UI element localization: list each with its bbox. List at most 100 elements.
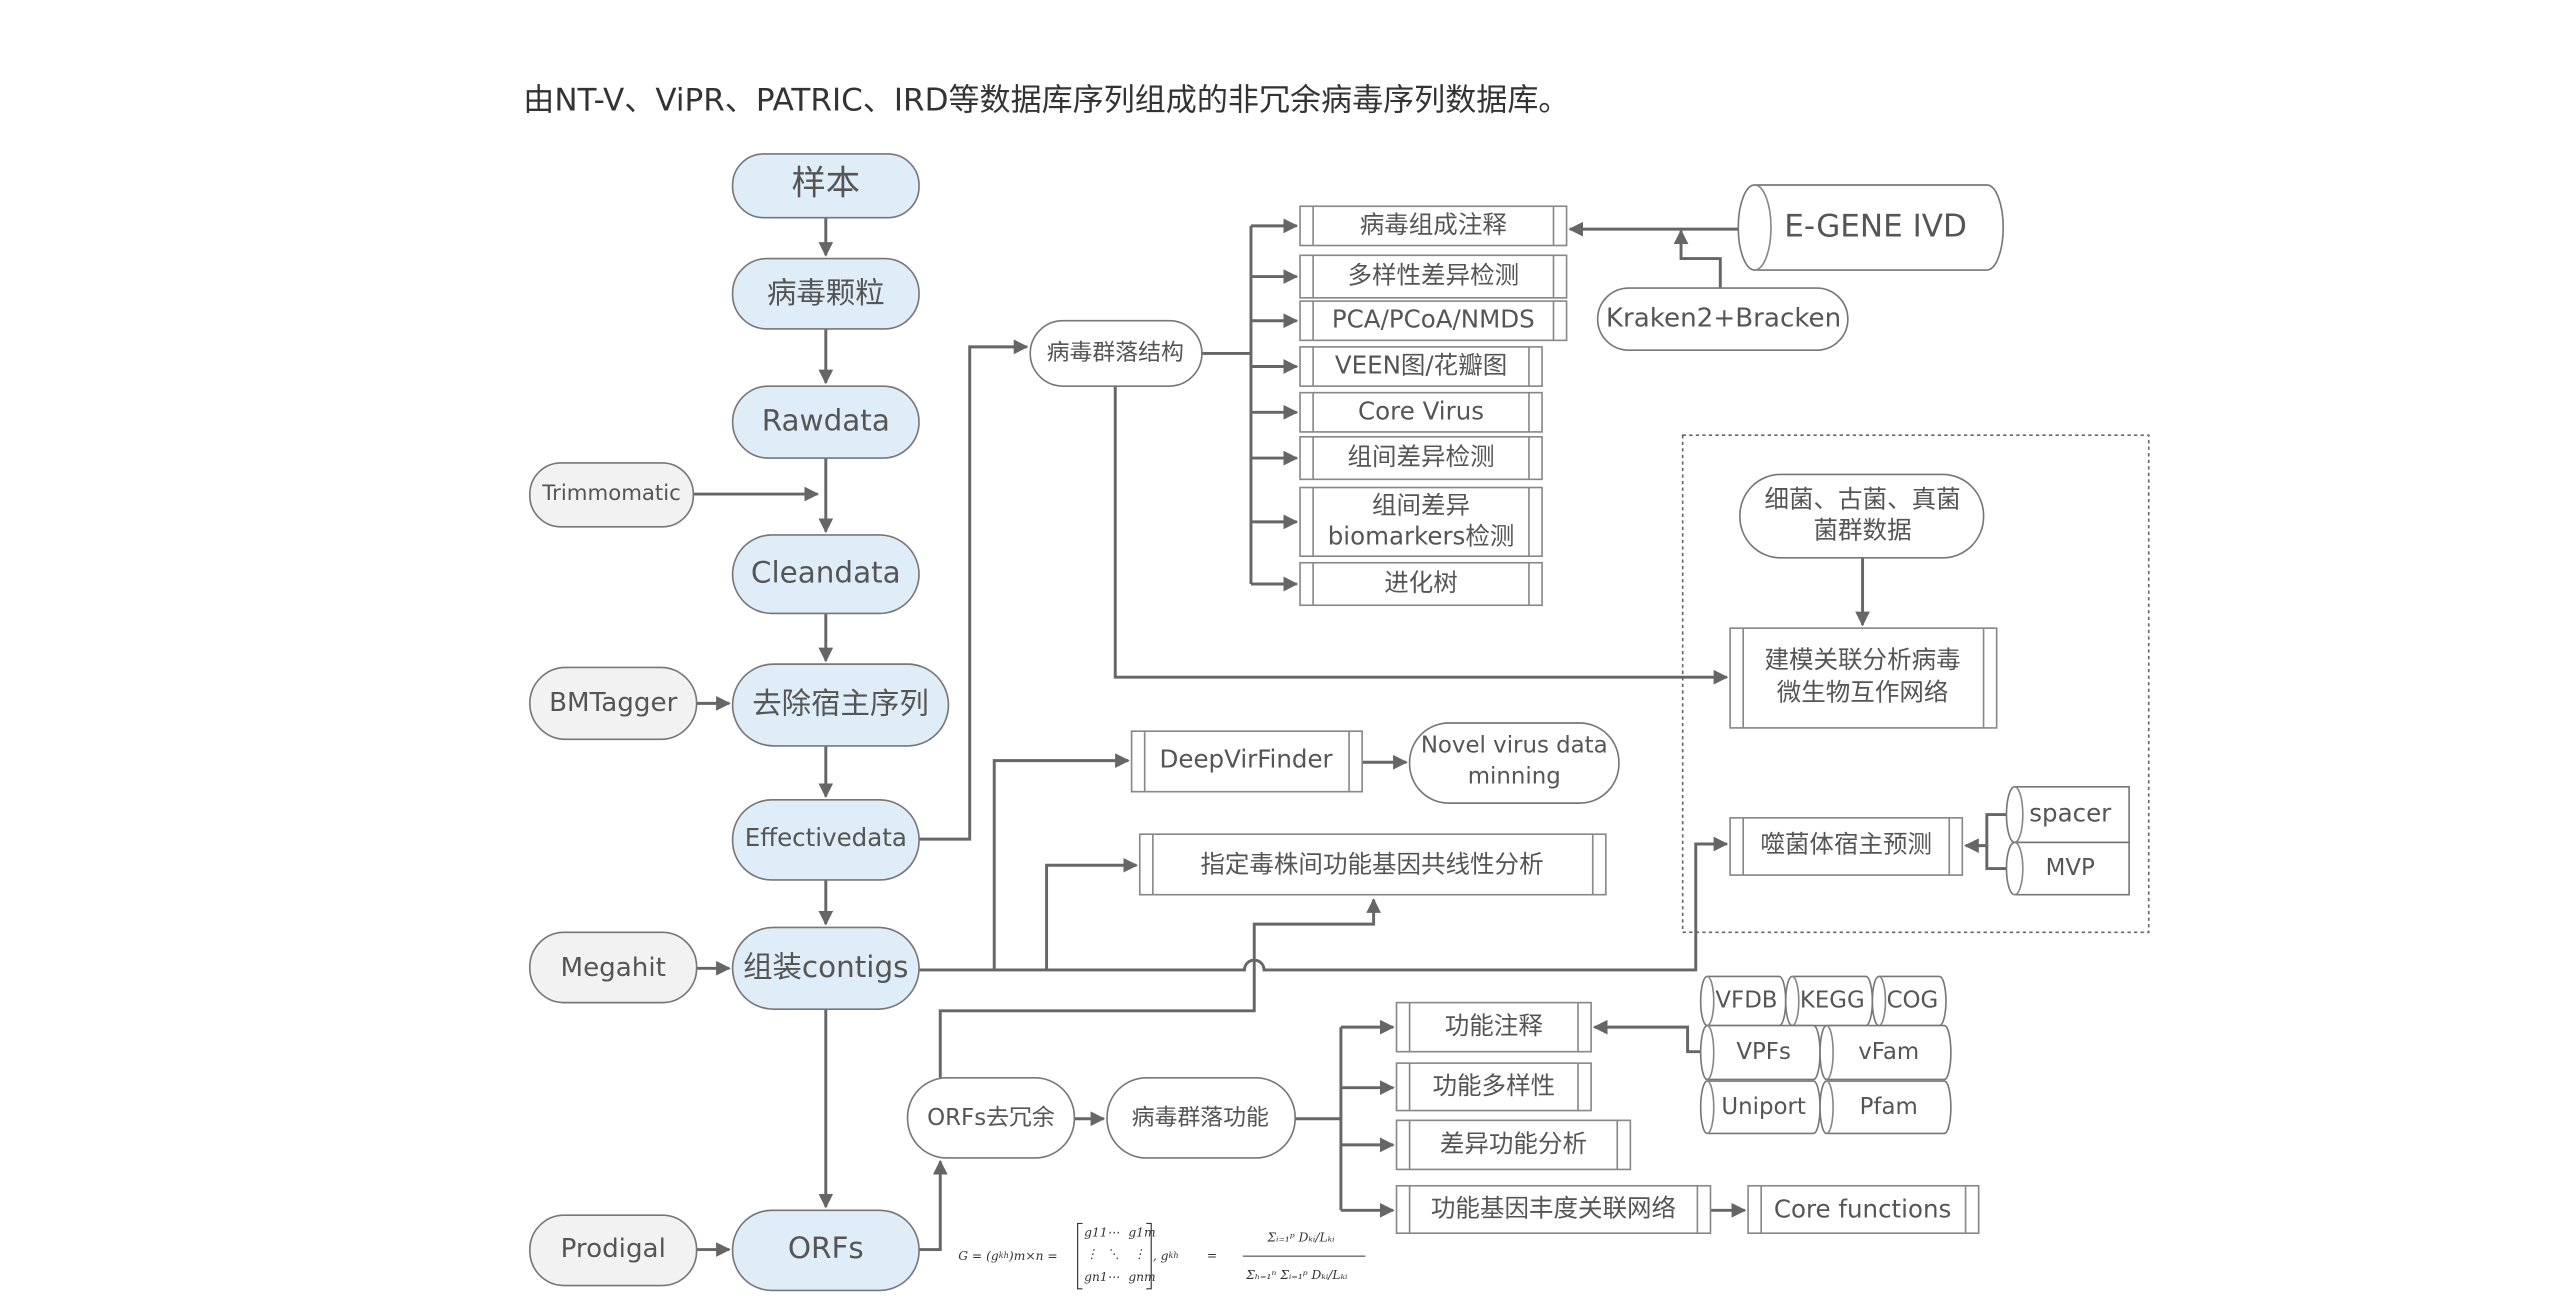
process-label: PCA/PCoA/NMDS: [1332, 305, 1535, 334]
node-label: Rawdata: [762, 404, 890, 438]
function-analysis-box[interactable]: 功能注释: [1395, 1001, 1592, 1053]
process-label: 组间差异检测: [1347, 442, 1494, 471]
tool-bmtagger[interactable]: BMTagger: [529, 666, 698, 741]
process-label: 功能多样性: [1433, 1071, 1556, 1100]
database-vfdb[interactable]: VFDB: [1699, 975, 1787, 1027]
matrix-gnm: gnm: [1128, 1270, 1155, 1284]
node-label: ORFs去冗余: [927, 1105, 1055, 1131]
formula-numerator: Σᵢ₌₁ᵖ Dₖᵢ/Lₖᵢ: [1266, 1231, 1335, 1245]
function-analysis-box[interactable]: 差异功能分析: [1395, 1119, 1632, 1171]
database-pfam[interactable]: Pfam: [1819, 1080, 1952, 1135]
community-analysis-box[interactable]: 组间差异检测: [1299, 436, 1543, 481]
node-orfs[interactable]: ORFs: [731, 1209, 920, 1292]
db-label: vFam: [1858, 1039, 1919, 1065]
node-label-line1: 细菌、古菌、真菌: [1764, 485, 1960, 514]
node-rawdata[interactable]: Rawdata: [731, 385, 920, 459]
process-label-line1: 建模关联分析病毒: [1764, 645, 1960, 674]
process-label: 多样性差异检测: [1347, 261, 1519, 290]
formula-eq: =: [1207, 1249, 1217, 1263]
node-label: Cleandata: [751, 556, 901, 590]
process-core-functions[interactable]: Core functions: [1747, 1184, 1980, 1235]
node-assemble-contigs[interactable]: 组装contigs: [731, 926, 920, 1010]
database-egene-ivd[interactable]: E-GENE IVD: [1737, 184, 2004, 271]
tool-trimmomatic[interactable]: Trimmomatic: [529, 462, 695, 528]
db-label: VFDB: [1715, 987, 1777, 1013]
tool-megahit[interactable]: Megahit: [529, 931, 698, 1004]
matrix-vdots: ⋮: [1086, 1247, 1098, 1261]
matrix-g11: g11: [1084, 1226, 1107, 1240]
node-microbe-data[interactable]: 细菌、古菌、真菌 菌群数据: [1739, 473, 1985, 559]
node-label: 去除宿主序列: [752, 687, 929, 721]
process-label-line2: 微生物互作网络: [1777, 678, 1949, 707]
process-phage-host[interactable]: 噬菌体宿主预测: [1729, 817, 1964, 876]
function-analysis-box[interactable]: 功能基因丰度关联网络: [1395, 1184, 1712, 1235]
community-analysis-box[interactable]: 进化树: [1299, 561, 1543, 607]
node-label-line2: 菌群数据: [1814, 516, 1912, 545]
database-mvp[interactable]: MVP: [2005, 841, 2130, 896]
node-label: 病毒颗粒: [767, 276, 885, 310]
tool-prodigal[interactable]: Prodigal: [529, 1214, 698, 1287]
community-analysis-box[interactable]: PCA/PCoA/NMDS: [1299, 300, 1568, 342]
process-label: 组间差异: [1372, 490, 1470, 519]
node-label: Effectivedata: [745, 823, 907, 852]
node-label-line2: minning: [1468, 763, 1561, 789]
node-label: 病毒群落结构: [1047, 340, 1184, 366]
page-title: 由NT-V、ViPR、PATRIC、IRD等数据库序列组成的非冗余病毒序列数据库…: [523, 83, 1569, 119]
matrix-dots: ⋯: [1107, 1226, 1119, 1240]
process-label: 病毒组成注释: [1360, 210, 1507, 239]
database-spacer[interactable]: spacer: [2005, 785, 2130, 844]
matrix-vdots: ⋮: [1133, 1247, 1145, 1261]
db-label: MVP: [2046, 855, 2095, 881]
process-collinearity[interactable]: 指定毒株间功能基因共线性分析: [1138, 833, 1607, 896]
process-label: DeepVirFinder: [1160, 745, 1334, 774]
db-label: Uniport: [1721, 1094, 1806, 1120]
community-analysis-box[interactable]: 多样性差异检测: [1299, 254, 1568, 299]
process-interaction-network[interactable]: 建模关联分析病毒 微生物互作网络: [1729, 627, 1998, 729]
node-label-line1: Novel virus data: [1421, 732, 1608, 758]
formula-denominator: Σₕ₌₁ⁿ Σᵢ₌₁ᵖ Dₖᵢ/Lₖᵢ: [1245, 1268, 1348, 1282]
tool-label: Megahit: [561, 953, 666, 983]
process-label: 指定毒株间功能基因共线性分析: [1200, 849, 1543, 878]
database-uniport[interactable]: Uniport: [1699, 1080, 1821, 1135]
node-effectivedata[interactable]: Effectivedata: [731, 799, 920, 881]
egene-label: E-GENE IVD: [1784, 209, 1967, 245]
tool-label: BMTagger: [549, 688, 677, 718]
node-label: ORFs: [788, 1231, 864, 1265]
node-novel-virus[interactable]: Novel virus data minning: [1408, 722, 1620, 804]
node-label: 组装contigs: [743, 950, 908, 984]
matrix-ddots: ⋱: [1107, 1247, 1119, 1261]
db-label: COG: [1887, 987, 1939, 1013]
node-cleandata[interactable]: Cleandata: [731, 534, 920, 615]
node-virus-particles[interactable]: 病毒颗粒: [731, 257, 920, 330]
abundance-formula: G = (gkh)m×n = g11 ⋯ g1m ⋮ ⋱ ⋮ gn1 ⋯ gnm…: [958, 1222, 1366, 1290]
node-label: 样本: [791, 163, 860, 203]
process-label: 噬菌体宿主预测: [1760, 830, 1932, 859]
process-deepvirfinder[interactable]: DeepVirFinder: [1130, 730, 1363, 793]
node-community-structure[interactable]: 病毒群落结构: [1029, 319, 1203, 387]
community-analysis-box[interactable]: Core Virus: [1299, 391, 1543, 433]
node-remove-host[interactable]: 去除宿主序列: [731, 663, 950, 747]
community-analysis-box[interactable]: 病毒组成注释: [1299, 205, 1568, 247]
connectors: [693, 217, 2007, 1257]
db-label: spacer: [2029, 799, 2112, 828]
node-sample[interactable]: 样本: [731, 153, 920, 219]
node-community-function[interactable]: 病毒群落功能: [1106, 1077, 1296, 1159]
node-orf-dedup[interactable]: ORFs去冗余: [906, 1077, 1076, 1159]
process-label: Core Virus: [1358, 396, 1484, 425]
function-analysis-box[interactable]: 功能多样性: [1395, 1062, 1592, 1112]
db-label: KEGG: [1800, 987, 1865, 1013]
database-vfam[interactable]: vFam: [1819, 1024, 1952, 1081]
database-kegg[interactable]: KEGG: [1784, 975, 1874, 1027]
database-cog[interactable]: COG: [1871, 975, 1947, 1027]
matrix-dots: ⋯: [1107, 1270, 1119, 1284]
process-label: 功能基因丰度关联网络: [1431, 1193, 1676, 1222]
tool-kraken-bracken[interactable]: Kraken2+Bracken: [1596, 287, 1849, 351]
formula-lhs: G = (gkh)m×n =: [958, 1249, 1057, 1263]
community-analysis-box[interactable]: VEEN图/花瓣图: [1299, 346, 1543, 387]
process-label: biomarkers检测: [1328, 521, 1515, 550]
database-vpfs[interactable]: VPFs: [1699, 1024, 1821, 1081]
